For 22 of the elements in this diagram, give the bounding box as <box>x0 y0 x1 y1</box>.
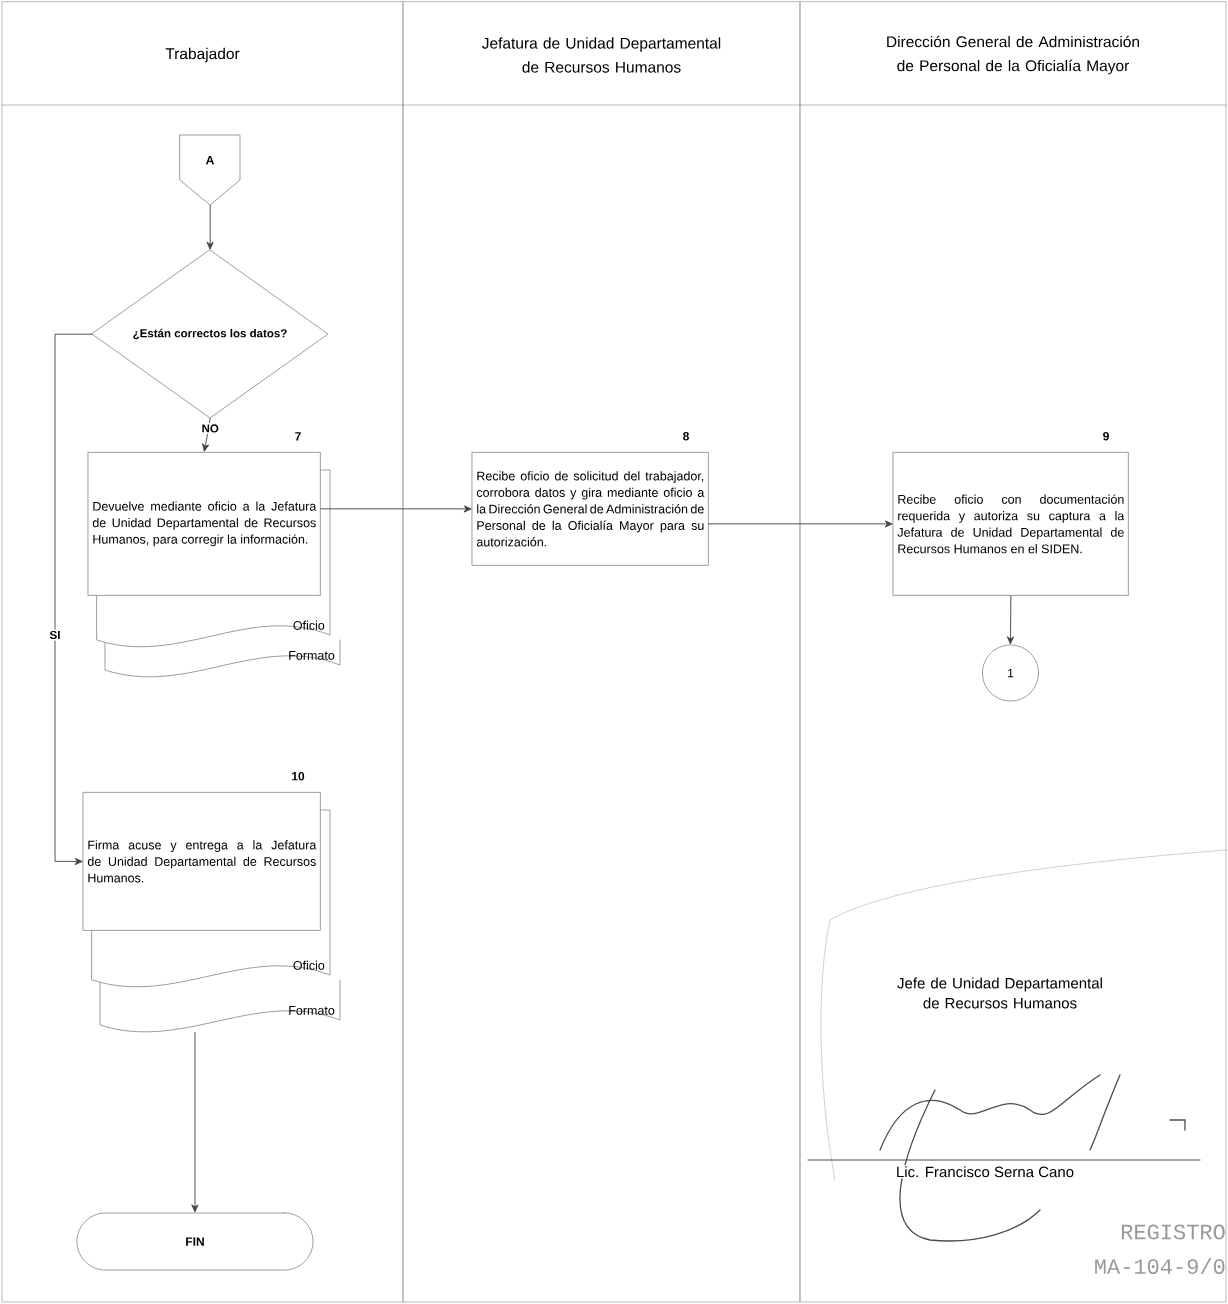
process-box: Recibe oficio de solicitud del trabajador, corrobora datos y gira mediante oficio a la Dirección General de Administración de Personal de la Oficialía Mayor para su autorización. <box>472 452 709 566</box>
arrow <box>191 1031 199 1212</box>
process-box: Firma acuse y entrega a la Jefatura de Unidad Departamental de Recursos Humanos. <box>83 792 321 931</box>
arrow <box>320 505 472 513</box>
signer-name: Lic. Francisco Serna Cano <box>894 1165 1076 1179</box>
step-number: 9 <box>1103 432 1109 441</box>
process-box: Devuelve mediante oficio a la Jefatura de Unidad Departamental de Recursos Humanos, para corregir la información. <box>88 452 321 596</box>
off-page-connector: A <box>179 134 241 206</box>
edge-label: SI <box>48 629 62 641</box>
stamp-text: REGISTRO <box>1121 1224 1225 1240</box>
arrow <box>202 417 211 452</box>
arrow <box>1007 595 1014 644</box>
edge-label: NO <box>200 422 221 434</box>
arrow <box>708 520 893 528</box>
signer-title: Jefe de Unidad Departamental de Recursos Humanos <box>897 977 1102 1009</box>
stamp-text: MA-104-9/0 <box>1095 1257 1225 1275</box>
arrow <box>206 204 214 250</box>
step-number: 10 <box>292 772 305 781</box>
process-box: Recibe oficio con documentación requerida y autoriza su captura a la Jefatura de Unidad Departamental de Recursos Humanos en el SIDEN. <box>893 452 1129 596</box>
step-number: 7 <box>295 432 301 441</box>
arrow <box>54 333 93 865</box>
step-number: 8 <box>683 432 689 441</box>
